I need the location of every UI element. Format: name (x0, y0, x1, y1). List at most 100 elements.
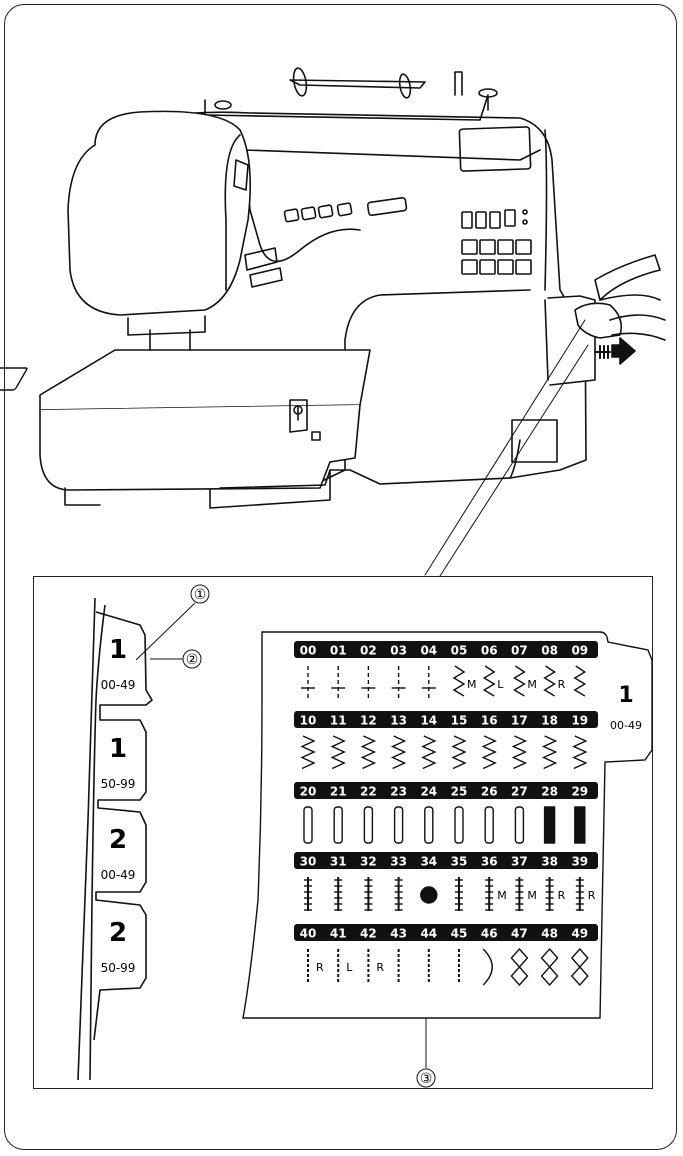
stitch-icon-38 (545, 877, 554, 911)
stitch-icon-22 (363, 806, 374, 844)
stitch-number-40: 40 (300, 927, 317, 941)
side-tab-range: 00-49 (610, 719, 642, 732)
stitch-number-12: 12 (360, 714, 377, 728)
stitch-number-22: 22 (360, 785, 377, 799)
stitch-number-34: 34 (420, 855, 437, 869)
stitch-icon-09 (573, 665, 587, 697)
stitch-number-26: 26 (481, 785, 498, 799)
stitch-number-43: 43 (390, 927, 407, 941)
stitch-icon-12 (360, 735, 377, 770)
stitch-number-39: 39 (571, 855, 588, 869)
stitch-icon-06 (482, 665, 496, 697)
stitch-number-44: 44 (420, 927, 437, 941)
stitch-icon-34 (420, 886, 438, 904)
stitch-letter-40: R (316, 961, 324, 974)
stitch-number-31: 31 (330, 855, 347, 869)
tab-range: 50-99 (101, 777, 136, 791)
tab-number: 1 (109, 734, 127, 764)
callout-2-label: ② (186, 652, 199, 668)
callout-3-label: ③ (420, 1071, 433, 1087)
stitch-number-20: 20 (300, 785, 317, 799)
stitch-icon-01 (331, 666, 346, 700)
stitch-number-33: 33 (390, 855, 407, 869)
stitch-chart-detail-box (33, 576, 653, 1089)
stitch-number-bar (294, 711, 598, 728)
stitch-letter-36: M (497, 889, 507, 902)
stitch-number-32: 32 (360, 855, 377, 869)
stitch-letter-37: M (527, 889, 537, 902)
stitch-number-10: 10 (300, 714, 317, 728)
stitch-number-45: 45 (451, 927, 468, 941)
tab-number: 1 (109, 635, 127, 665)
stitch-number-24: 24 (420, 785, 437, 799)
stitch-number-05: 05 (451, 644, 468, 658)
stitch-number-15: 15 (451, 714, 468, 728)
stitch-number-03: 03 (390, 644, 407, 658)
stitch-number-bar (294, 782, 598, 799)
stitch-number-07: 07 (511, 644, 528, 658)
stitch-letter-39: R (588, 889, 596, 902)
stitch-number-bar (294, 641, 598, 658)
stitch-letter-06: L (497, 678, 504, 691)
stitch-icon-25 (454, 806, 464, 844)
stitch-icon-37 (515, 877, 524, 911)
stitch-icon-23 (393, 806, 404, 844)
stitch-number-01: 01 (330, 644, 347, 658)
stitch-icon-07 (513, 665, 526, 697)
stitch-letter-38: R (558, 889, 566, 902)
stitch-letter-08: R (558, 678, 566, 691)
stitch-chart-panel (242, 631, 653, 1019)
stitch-icon-08 (543, 665, 556, 697)
stitch-number-46: 46 (481, 927, 498, 941)
stitch-number-36: 36 (481, 855, 498, 869)
stitch-number-06: 06 (481, 644, 498, 658)
stitch-number-37: 37 (511, 855, 528, 869)
stitch-icon-29 (574, 806, 586, 844)
stitch-number-38: 38 (541, 855, 558, 869)
stitch-icon-18 (541, 735, 558, 770)
stitch-number-42: 42 (360, 927, 377, 941)
stitch-letter-42: R (376, 961, 384, 974)
stitch-icon-00 (301, 666, 315, 700)
stitch-number-49: 49 (571, 927, 588, 941)
stitch-number-19: 19 (571, 714, 588, 728)
stitch-number-02: 02 (360, 644, 377, 658)
stitch-icon-02 (361, 666, 376, 700)
stitch-icon-04 (421, 666, 436, 700)
stitch-icon-30 (304, 877, 312, 911)
stitch-icon-32 (364, 877, 373, 911)
stitch-number-11: 11 (330, 714, 347, 728)
stitch-icon-46 (482, 948, 493, 986)
stitch-number-29: 29 (571, 785, 588, 799)
stitch-icon-16 (481, 735, 497, 770)
stitch-number-17: 17 (511, 714, 528, 728)
stitch-number-bar (294, 852, 598, 869)
stitch-number-30: 30 (300, 855, 317, 869)
stitch-number-00: 00 (300, 644, 317, 658)
stitch-icon-15 (451, 735, 467, 770)
stitch-number-bar (294, 924, 598, 941)
stitch-letter-05: M (467, 678, 477, 691)
stitch-icon-19 (572, 735, 588, 770)
stitch-icon-21 (333, 806, 343, 844)
stitch-number-16: 16 (481, 714, 498, 728)
stitch-number-21: 21 (330, 785, 347, 799)
tab-range: 00-49 (101, 868, 136, 882)
stitch-icon-17 (511, 735, 528, 770)
sewing-machine-illustration (0, 67, 666, 577)
stitch-icon-05 (452, 665, 466, 697)
tab-number: 2 (109, 918, 127, 948)
stitch-number-09: 09 (571, 644, 588, 658)
stitch-icon-11 (330, 735, 346, 770)
stitch-icon-10 (300, 735, 316, 770)
stitch-icon-20 (303, 806, 313, 844)
stitch-number-35: 35 (451, 855, 468, 869)
stitch-icon-49 (570, 947, 589, 987)
stitch-icon-33 (394, 877, 403, 911)
stitch-icon-35 (455, 877, 463, 911)
stitch-icon-36 (485, 877, 494, 911)
stitch-icon-28 (543, 806, 556, 844)
stitch-number-18: 18 (541, 714, 558, 728)
stitch-number-27: 27 (511, 785, 528, 799)
stitch-number-48: 48 (541, 927, 558, 941)
